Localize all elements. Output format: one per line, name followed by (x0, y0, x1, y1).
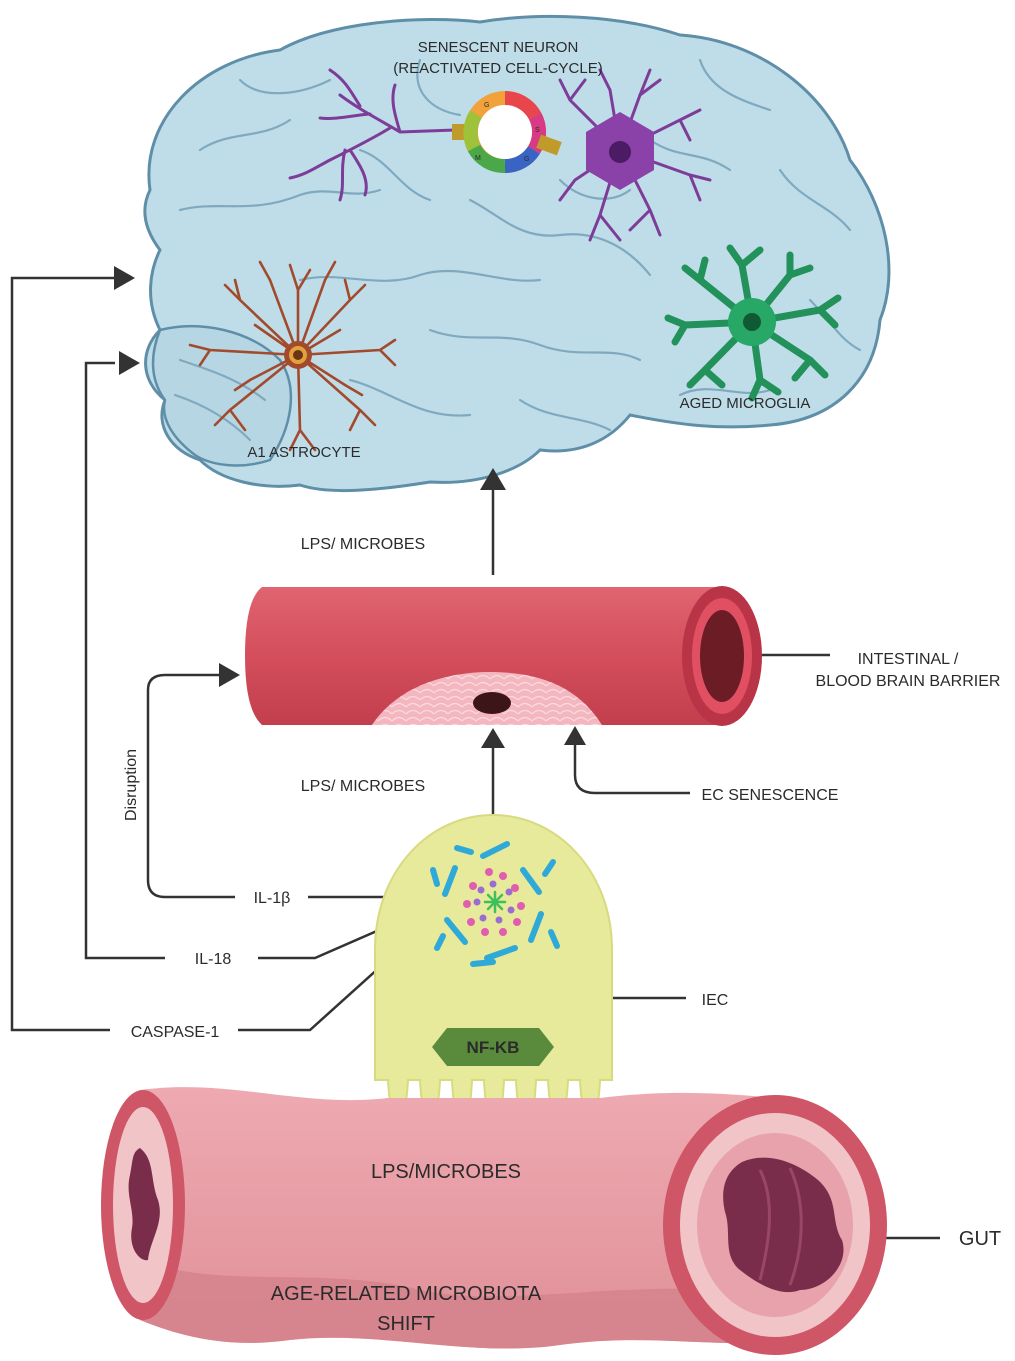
disruption-label: Disruption (123, 749, 140, 821)
lps-microbes-lower-label: LPS/MICROBES (371, 1161, 521, 1183)
gut-label: GUT (959, 1228, 1001, 1250)
senescent-neuron-label-2: (REACTIVATED CELL-CYCLE) (393, 60, 602, 77)
il18-loop-line (86, 363, 165, 958)
il1b-loop-line (148, 675, 235, 897)
arrowhead-iec-vessel (481, 728, 505, 748)
age-related-label-1: AGE-RELATED MICROBIOTA (271, 1283, 542, 1305)
arrowhead-il18 (119, 351, 140, 375)
phase-g1: G (484, 102, 489, 109)
nfkb-label: NF-KB (467, 1038, 520, 1057)
brain (145, 16, 889, 490)
senescent-neuron-label-1: SENESCENT NEURON (418, 39, 579, 56)
vessel-ec-nucleus (473, 692, 511, 714)
ec-senescence-label: EC SENESCENCE (702, 787, 839, 804)
lps-microbes-upper-label: LPS/ MICROBES (301, 536, 425, 553)
arrowhead-il1b (219, 663, 240, 687)
arrowhead-caspase (114, 266, 135, 290)
aged-microglia-label: AGED MICROGLIA (680, 395, 811, 412)
cell-cycle-ring: G S G M (470, 98, 540, 166)
arrowhead-ec-senescence (564, 726, 586, 745)
gut-tube (101, 1087, 887, 1355)
intestinal-bbb-label-2: BLOOD BRAIN BARRIER (816, 673, 1001, 690)
il1b-label: IL-1β (254, 890, 291, 907)
phase-g2: G (524, 156, 529, 163)
phase-s: S (535, 127, 540, 134)
phase-m: M (475, 155, 481, 162)
vessel-lumen (700, 610, 744, 702)
blood-vessel (245, 586, 762, 726)
iec-label: IEC (702, 992, 729, 1009)
iec-body (375, 815, 612, 1122)
a1-astrocyte-label: A1 ASTROCYTE (247, 444, 360, 461)
intestinal-bbb-label-1: INTESTINAL / (858, 651, 959, 668)
caspase-loop-line (12, 278, 115, 1030)
iec-cell: NF-KB (375, 815, 612, 1122)
caspase1-label: CASPASE-1 (131, 1024, 220, 1041)
ec-senescence-line (575, 740, 690, 793)
il18-label: IL-18 (195, 951, 232, 968)
age-related-label-2: SHIFT (377, 1313, 435, 1335)
lps-microbes-middle-label: LPS/ MICROBES (301, 778, 425, 795)
